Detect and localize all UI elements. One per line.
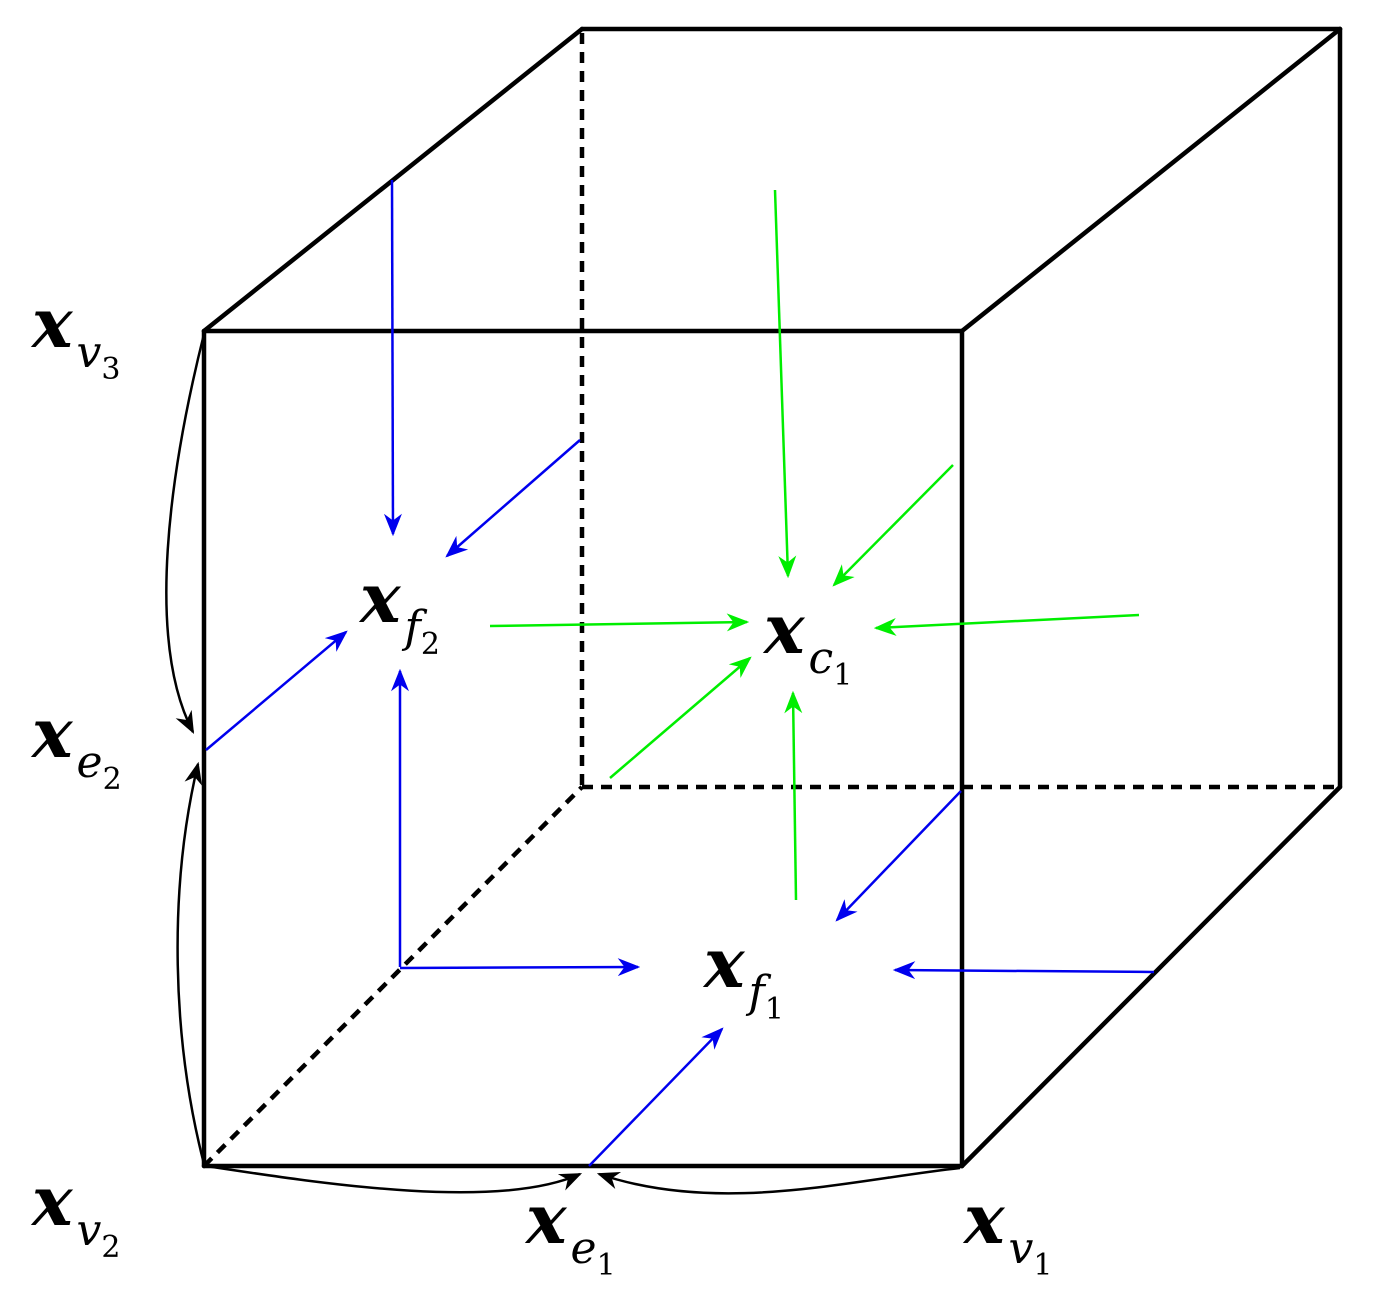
label-c1: xc1 — [764, 590, 853, 693]
label-v1: xv1 — [964, 1180, 1053, 1283]
arrow-side-to-c1 — [873, 613, 1140, 636]
label-f1: xf1 — [704, 924, 784, 1027]
arrow-v2-to-e2 — [176, 761, 206, 1165]
arrow-f2-to-c1 — [489, 613, 750, 632]
top-right-depth-edge — [959, 26, 1343, 334]
bottom-right-depth-edge — [959, 784, 1343, 1169]
label-f2: xf2 — [360, 559, 440, 662]
label-v2: xv2 — [32, 1162, 121, 1265]
arrow-v2-to-e1 — [205, 1164, 583, 1194]
arrow-right-up-to-c1 — [832, 464, 954, 587]
cell-arrows — [489, 189, 1140, 901]
face-arrows — [205, 179, 1155, 1167]
arrow-back-to-c1 — [609, 656, 752, 779]
arrow-e2-to-f2 — [205, 630, 348, 751]
arrow-e1-to-f1 — [588, 1027, 724, 1167]
arrow-right-to-f1 — [835, 790, 962, 922]
arrow-top-to-f2 — [383, 179, 402, 537]
arrow-side-to-f1 — [892, 961, 1155, 980]
arrow-v3-to-e2 — [165, 333, 206, 734]
edge-arrows — [165, 333, 961, 1195]
bottom-left-depth-edge — [202, 785, 584, 1168]
arrow-back-to-f2 — [445, 439, 581, 558]
arrow-bottom-to-f1 — [399, 958, 641, 977]
label-e2: xe2 — [32, 694, 122, 797]
arrow-f1-to-c1 — [784, 690, 803, 901]
arrow-top-to-c1 — [773, 189, 797, 579]
arrow-v1-to-e1 — [596, 1166, 961, 1195]
label-e1: xe1 — [526, 1180, 616, 1283]
cube-hidden-edges — [202, 33, 1340, 1168]
label-v3: xv3 — [32, 284, 121, 387]
